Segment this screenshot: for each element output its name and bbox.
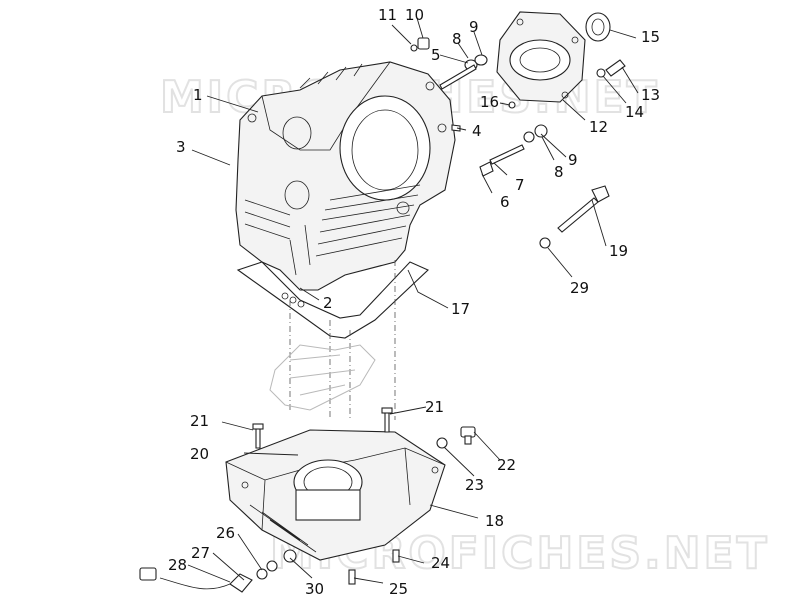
callout-10: 10 xyxy=(405,6,424,24)
callout-21-left: 21 xyxy=(190,412,209,430)
callout-9-bottom: 9 xyxy=(568,151,578,169)
callout-8-top: 8 xyxy=(452,30,462,48)
callout-22: 22 xyxy=(497,456,516,474)
bolt-cover-part xyxy=(596,59,626,78)
dowel-part xyxy=(479,161,494,177)
callout-29: 29 xyxy=(570,279,589,297)
callout-11: 11 xyxy=(378,6,397,24)
callout-1: 1 xyxy=(193,86,203,104)
callout-8-bottom: 8 xyxy=(554,163,564,181)
callout-5: 5 xyxy=(431,46,441,64)
pin-part xyxy=(451,124,461,132)
plug-part xyxy=(417,37,430,50)
callout-18: 18 xyxy=(485,512,504,530)
callout-28: 28 xyxy=(168,556,187,574)
callout-4: 4 xyxy=(472,122,482,140)
callout-12: 12 xyxy=(589,118,608,136)
callout-15: 15 xyxy=(641,28,660,46)
gasket-part xyxy=(236,261,429,339)
callout-21-right: 21 xyxy=(425,398,444,416)
crankcase-part xyxy=(235,61,456,291)
callout-26: 26 xyxy=(216,524,235,542)
callout-3: 3 xyxy=(176,138,186,156)
o-ring-part xyxy=(410,44,418,52)
washer-lower-part xyxy=(523,124,548,143)
callout-14: 14 xyxy=(625,103,644,121)
callout-17: 17 xyxy=(451,300,470,318)
callout-labels: 1 2 3 4 5 6 7 8 8 9 9 10 11 12 13 14 15 … xyxy=(168,6,660,598)
side-cover-part xyxy=(496,11,586,103)
callout-25: 25 xyxy=(389,580,408,598)
callout-6: 6 xyxy=(500,193,510,211)
callout-30: 30 xyxy=(305,580,324,598)
oil-sump-part xyxy=(225,429,446,561)
seal-part xyxy=(585,12,611,42)
callout-13: 13 xyxy=(641,86,660,104)
sensor-part xyxy=(139,549,297,593)
callout-7: 7 xyxy=(515,176,525,194)
stud-part xyxy=(439,64,477,90)
callout-2: 2 xyxy=(323,294,333,312)
callout-27: 27 xyxy=(191,544,210,562)
callout-9-top: 9 xyxy=(469,18,479,36)
callout-20: 20 xyxy=(190,445,209,463)
callout-19: 19 xyxy=(609,242,628,260)
long-stud-part xyxy=(489,144,525,165)
washer-part xyxy=(464,54,488,71)
sump-bolt-part xyxy=(252,407,393,449)
callout-23: 23 xyxy=(465,476,484,494)
callout-24: 24 xyxy=(431,554,450,572)
drain-plug-part xyxy=(436,426,476,449)
phantom-assembly xyxy=(269,260,396,420)
leader-lines xyxy=(187,17,639,584)
callout-16: 16 xyxy=(480,93,499,111)
dipstick-part xyxy=(539,185,610,249)
